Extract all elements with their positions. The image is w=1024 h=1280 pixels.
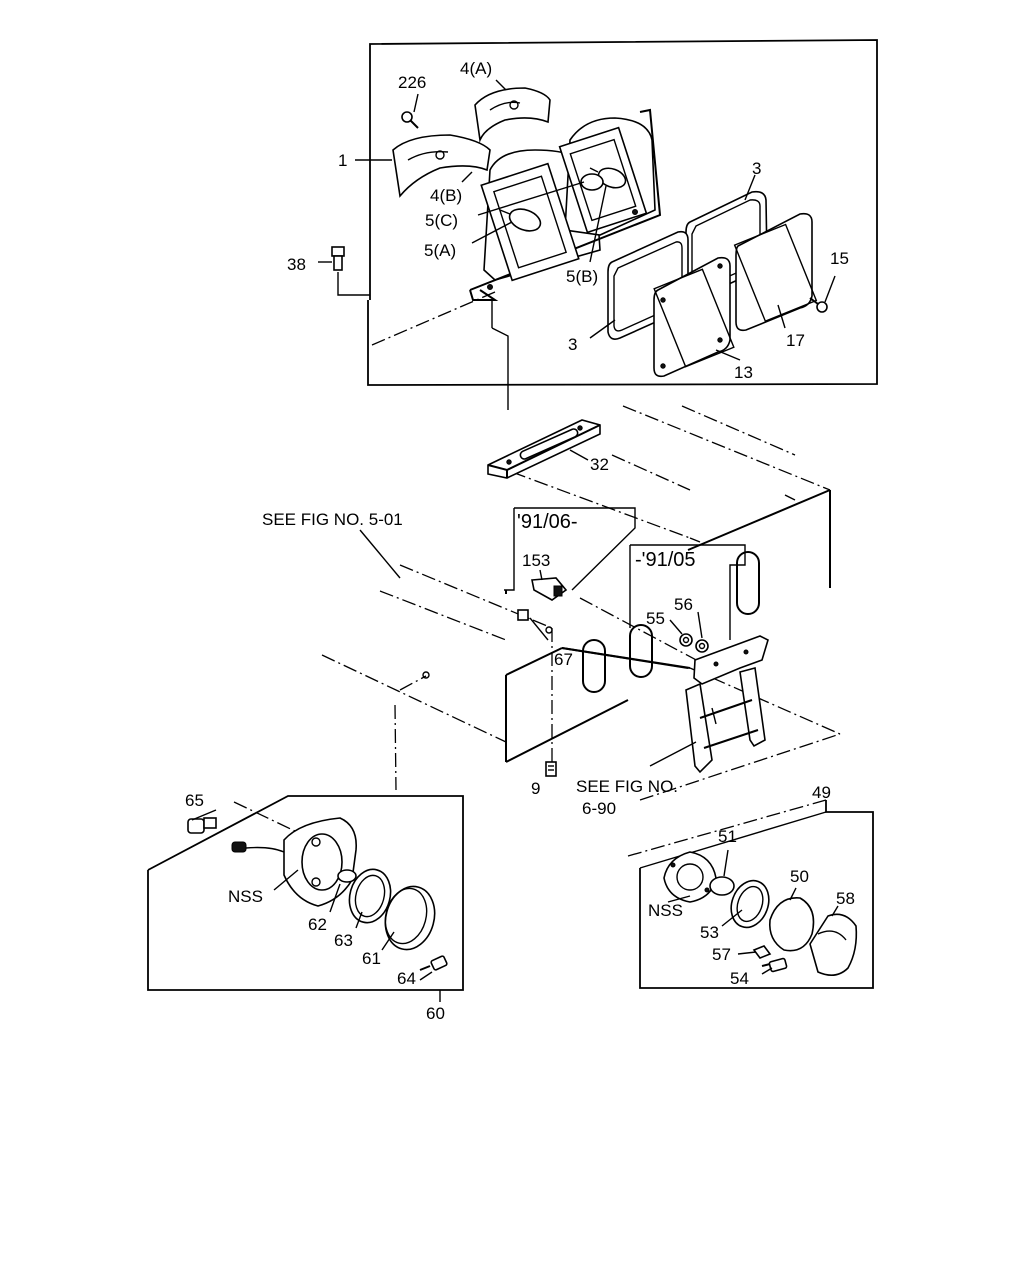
clip-57 bbox=[752, 945, 772, 959]
callout-32: 32 bbox=[590, 455, 609, 474]
callout-61: 61 bbox=[362, 949, 381, 968]
bolt-67 bbox=[517, 609, 553, 641]
washer-56 bbox=[695, 639, 709, 653]
callout-53: 53 bbox=[700, 923, 719, 942]
lamp-49-group bbox=[627, 799, 874, 989]
screw-54 bbox=[761, 957, 788, 973]
see-690-leader bbox=[649, 741, 697, 767]
screw-64 bbox=[419, 955, 448, 971]
bulb-5c bbox=[580, 173, 604, 191]
callout-65: 65 bbox=[185, 791, 204, 810]
callout-17: 17 bbox=[786, 331, 805, 350]
callout-15: 15 bbox=[830, 249, 849, 268]
top-leader-lines bbox=[355, 79, 786, 410]
callout-56: 56 bbox=[674, 595, 693, 614]
callout-91-06: '91/06- bbox=[517, 511, 578, 533]
bulb-5a bbox=[499, 208, 542, 232]
callout-1: 1 bbox=[338, 151, 347, 170]
callout-4b: 4(B) bbox=[430, 186, 462, 205]
lens-frame-13 bbox=[653, 256, 735, 378]
callout-49: 49 bbox=[812, 783, 831, 802]
inset-91-05 bbox=[629, 544, 769, 774]
callout-13: 13 bbox=[734, 363, 753, 382]
bracket-32 bbox=[487, 419, 601, 479]
lamp-49-base bbox=[663, 851, 717, 903]
callout-38: 38 bbox=[287, 255, 306, 274]
callout-3-left: 3 bbox=[568, 335, 577, 354]
housing-58 bbox=[809, 905, 858, 976]
callout-64: 64 bbox=[397, 969, 416, 988]
callout-63: 63 bbox=[334, 931, 353, 950]
inset-91-06 bbox=[504, 507, 636, 601]
gasket-63 bbox=[348, 868, 392, 924]
callout-57: 57 bbox=[712, 945, 731, 964]
callout-4a: 4(A) bbox=[460, 59, 492, 78]
bulb-62 bbox=[337, 869, 357, 883]
callout-50: 50 bbox=[790, 867, 809, 886]
see-fig-5-01: SEE FIG NO. 5-01 bbox=[262, 510, 403, 529]
lamp-assembly-group bbox=[318, 39, 878, 410]
shade-4b bbox=[392, 134, 491, 198]
callout-51: 51 bbox=[718, 827, 737, 846]
step-bracket bbox=[685, 635, 769, 774]
callout-9: 9 bbox=[531, 779, 540, 798]
callout-55: 55 bbox=[646, 609, 665, 628]
callout-5b: 5(B) bbox=[566, 267, 598, 286]
callout-3-top: 3 bbox=[752, 159, 761, 178]
callout-labels: 226 4(A) 1 4(B) 5(C) 5(A) 5(B) 3 15 38 3… bbox=[185, 59, 855, 1023]
bulb-51 bbox=[709, 849, 735, 896]
clip-9 bbox=[545, 761, 557, 777]
callout-nss-right: NSS bbox=[648, 901, 683, 920]
bolt-65 bbox=[187, 817, 217, 834]
gasket-53 bbox=[730, 879, 770, 929]
callout-5c: 5(C) bbox=[425, 211, 458, 230]
see-fig-6-90-line2: 6-90 bbox=[582, 799, 616, 818]
part-153 bbox=[531, 577, 568, 601]
callout-60: 60 bbox=[426, 1004, 445, 1023]
screw-226 bbox=[401, 93, 419, 129]
callout-54: 54 bbox=[730, 969, 749, 988]
callout-91-05: -'91/05 bbox=[635, 549, 696, 571]
see-fig-6-90-line1: SEE FIG NO. bbox=[576, 777, 678, 796]
callout-62: 62 bbox=[308, 915, 327, 934]
screw-38 bbox=[318, 246, 370, 296]
screw-15 bbox=[809, 275, 836, 313]
callout-5a: 5(A) bbox=[424, 241, 456, 260]
lens-17 bbox=[733, 212, 818, 332]
callout-153: 153 bbox=[522, 551, 550, 570]
lamp-60-group bbox=[147, 795, 464, 1002]
lens-61 bbox=[384, 885, 436, 951]
lens-50 bbox=[768, 897, 815, 952]
lamp-housing bbox=[469, 108, 662, 301]
bulb-5b bbox=[589, 167, 627, 189]
callout-nss-left: NSS bbox=[228, 887, 263, 906]
shade-4a bbox=[474, 87, 551, 143]
nut-55 bbox=[679, 633, 693, 647]
callout-58: 58 bbox=[836, 889, 855, 908]
callout-67: 67 bbox=[554, 650, 573, 669]
see-501-leader bbox=[359, 529, 401, 579]
callout-226: 226 bbox=[398, 73, 426, 92]
